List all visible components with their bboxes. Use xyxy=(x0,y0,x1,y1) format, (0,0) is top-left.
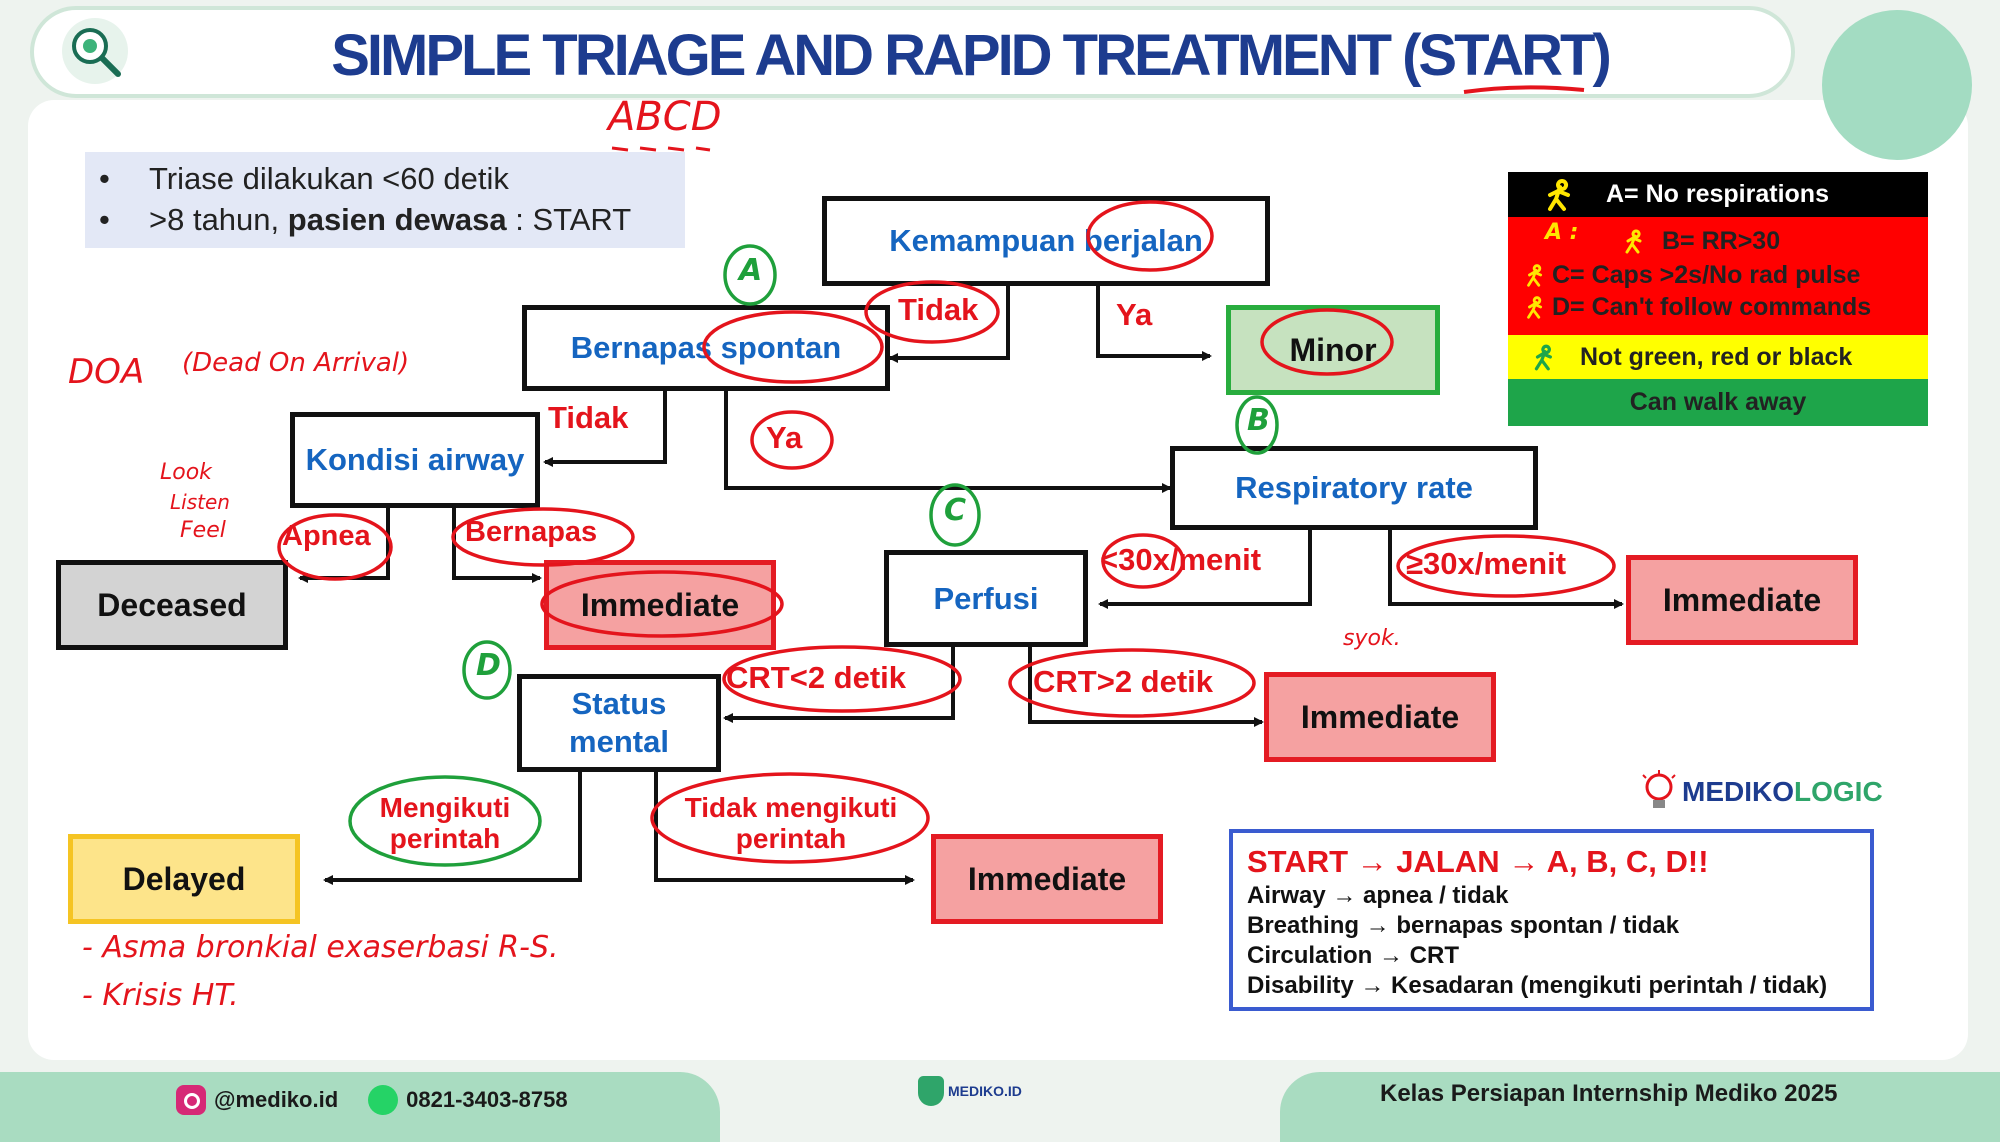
summary-heading: START → JALAN → A, B, C, D!! xyxy=(1247,844,1709,879)
phone-number[interactable]: 0821-3403-8758 xyxy=(406,1087,568,1112)
node-airway-condition: Kondisi airway xyxy=(290,412,540,508)
summary-box: START → JALAN → A, B, C, D!! Airway → ap… xyxy=(1229,829,1874,1011)
circle-b-label: B xyxy=(1247,403,1270,438)
bullet-item: •Triase dilakukan <60 detik xyxy=(99,158,685,199)
title-underline xyxy=(1463,85,1585,94)
legend-red-block xyxy=(1508,217,1928,335)
legend-row-green: Can walk away xyxy=(1508,379,1928,426)
legend-text: C= Caps >2s/No rad pulse xyxy=(1552,260,1861,289)
brand-name-part1: MEDIKO xyxy=(1682,776,1794,807)
legend-row-c: C= Caps >2s/No rad pulse xyxy=(1508,258,1928,292)
legend-text: Not green, red or black xyxy=(1580,342,1853,371)
edge-label-rr-high: ≥30x/menit xyxy=(1406,546,1567,581)
bullet-bold: pasien dewasa xyxy=(287,202,507,237)
summary-line: Airway → apnea / tidak xyxy=(1247,882,1509,909)
intro-bullets: •Triase dilakukan <60 detik • >8 tahun, … xyxy=(85,152,685,248)
walking-person-icon xyxy=(1625,229,1642,254)
note-hypertensive-crisis: - Krisis HT. xyxy=(82,978,239,1013)
legend-text: A= No respirations xyxy=(1606,180,1829,208)
note-doa-full: (Dead On Arrival) xyxy=(182,348,410,378)
outcome-deceased: Deceased xyxy=(56,560,288,650)
outcome-minor: Minor xyxy=(1226,305,1440,395)
circle-a-label: A xyxy=(739,253,763,288)
page-title: SIMPLE TRIAGE AND RAPID TREATMENT (START… xyxy=(331,22,1612,88)
edge-label-walk-no: Tidak xyxy=(898,292,979,327)
legend-row-d: D= Can't follow commands xyxy=(1508,290,1928,324)
note-syok: syok. xyxy=(1343,626,1401,651)
bullet-suffix: : START xyxy=(506,202,632,237)
edge-label-breathing: Bernapas xyxy=(465,516,598,548)
legend-a-mark: A : xyxy=(1545,220,1579,245)
outcome-immediate-mental: Immediate xyxy=(931,834,1163,924)
summary-line: Disability → Kesadaran (mengikuti perint… xyxy=(1247,972,1828,999)
note-feel: Feel xyxy=(180,518,226,543)
outcome-delayed: Delayed xyxy=(68,834,300,924)
bullet-text: >8 tahun, pasien dewasa : START xyxy=(149,199,631,240)
circle-c-label: C xyxy=(944,493,967,528)
legend-row-a: A= No respirations xyxy=(1508,172,1928,217)
instagram-handle[interactable]: @mediko.id xyxy=(214,1087,339,1112)
summary-line: Breathing → bernapas spontan / tidak xyxy=(1247,912,1680,939)
walking-person-icon xyxy=(1534,344,1552,371)
lightbulb-icon xyxy=(1642,770,1676,808)
legend-text: D= Can't follow commands xyxy=(1552,292,1872,321)
footer-contacts: @mediko.id 0821-3403-8758 xyxy=(176,1085,568,1115)
outcome-immediate-rr: Immediate xyxy=(1626,555,1858,645)
summary-line: Circulation → CRT xyxy=(1247,942,1460,969)
shield-icon xyxy=(918,1076,944,1106)
magnifier-logo-icon xyxy=(62,18,128,84)
edge-label-follows: Mengikuti perintah xyxy=(379,792,511,854)
node-spontaneous-breathing: Bernapas spontan xyxy=(522,305,890,391)
bullet-item: • >8 tahun, pasien dewasa : START xyxy=(99,199,685,240)
edge-label-crt-high: CRT>2 detik xyxy=(1033,664,1214,699)
whatsapp-icon xyxy=(368,1085,399,1115)
outcome-immediate-crt: Immediate xyxy=(1264,672,1496,762)
legend-text: B= RR>30 xyxy=(1662,226,1781,255)
footer-center-logo: MEDIKO.ID xyxy=(918,1076,1022,1106)
title-banner xyxy=(30,6,1795,98)
note-doa: DOA xyxy=(68,352,145,392)
footer-course-title: Kelas Persiapan Internship Mediko 2025 xyxy=(1380,1080,1838,1107)
edge-label-breath-yes: Ya xyxy=(766,420,803,455)
note-look: Look xyxy=(160,460,212,485)
note-listen: Listen xyxy=(170,490,230,514)
brand-name-part2: LOGIC xyxy=(1794,776,1883,807)
legend-text: Can walk away xyxy=(1629,388,1807,416)
instagram-icon xyxy=(176,1085,206,1115)
edge-label-breath-no: Tidak xyxy=(548,400,629,435)
note-abcd: ABCD xyxy=(608,94,722,140)
node-respiratory-rate: Respiratory rate xyxy=(1170,446,1538,530)
bullet-prefix: >8 tahun, xyxy=(149,202,288,237)
edge-label-crt-low: CRT<2 detik xyxy=(726,660,907,695)
center-logo-text: MEDIKO.ID xyxy=(948,1083,1022,1099)
outcome-immediate-airway: Immediate xyxy=(544,560,776,650)
node-mental-status: Status mental xyxy=(517,674,721,772)
walking-person-icon xyxy=(1527,296,1543,319)
walking-person-icon xyxy=(1548,178,1570,211)
node-walking-ability: Kemampuan berjalan xyxy=(822,196,1270,286)
decorative-circle xyxy=(1822,10,1972,160)
bullet-text: Triase dilakukan <60 detik xyxy=(149,161,509,196)
edge-label-walk-yes: Ya xyxy=(1116,297,1153,332)
node-perfusion: Perfusi xyxy=(884,550,1088,647)
circle-d-label: D xyxy=(476,648,501,683)
legend-row-yellow: Not green, red or black xyxy=(1508,335,1928,379)
note-asthma: - Asma bronkial exaserbasi R-S. xyxy=(82,930,559,965)
walking-person-icon xyxy=(1527,264,1543,287)
legend-row-b: B= RR>30 xyxy=(1508,225,1928,257)
edge-label-not-follows: Tidak mengikuti perintah xyxy=(684,792,898,854)
